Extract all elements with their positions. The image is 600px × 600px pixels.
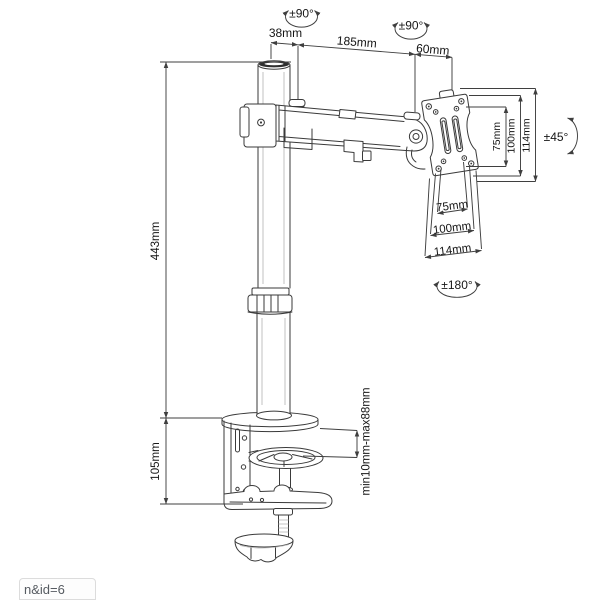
swivel-arc-icon [433,281,481,298]
arm-end-bolt [403,111,421,121]
clamp-pad [248,447,324,469]
desk-clamp [221,339,333,563]
dim-label-clamp-height: 105mm [150,442,162,480]
dim-label-vesa-v75: 75mm [491,122,503,151]
vesa-slots [439,115,464,155]
dim-label-swivel: ±180° [441,278,473,292]
dim-label-head-rotation: ±90° [399,19,424,33]
vesa-holes [425,98,475,172]
dimensions: 38mm 185mm 60mm ±90° ±90° 443mm 105mm mi… [150,7,578,505]
dim-label-arm-length: 185mm [336,33,377,50]
cable-hook [343,139,364,163]
pole [247,60,293,415]
dim-label-vesa-v114: 114mm [521,118,533,152]
vesa-plate [421,89,479,177]
dim-label-tilt: ±45° [544,130,569,144]
arm-assembly [239,99,428,170]
rotation-arc-head-icon [391,22,431,40]
pole-bracket [239,103,277,148]
bracket-top-bolt [288,99,306,107]
link-preview-text: n&id=6 [24,582,65,597]
clamp-knob [234,533,294,563]
rotation-arc-pole-icon [282,10,321,28]
tilt-arc-icon [567,117,578,155]
dim-label-pole-height: 443mm [150,222,162,260]
arm-pivot [405,129,426,170]
dim-label-vesa-h114: 114mm [433,242,472,258]
dim-label-desk-range: min10mm-max88mm [361,388,373,496]
clamp-screw [273,508,293,538]
dim-label-vesa-v100: 100mm [506,118,518,153]
dim-label-vesa-h75: 75mm [436,199,469,215]
dim-label-pole-width: 38mm [269,26,302,40]
pole-collar [247,287,293,315]
dim-label-vesa-h100: 100mm [432,220,472,237]
dim-label-pole-rotation: ±90° [289,7,314,21]
clamp-foot [223,484,333,510]
pole-base-boss [256,410,292,421]
dim-label-head-width: 60mm [416,41,450,58]
arm-top-clip [338,109,357,120]
link-preview-statusbar: n&id=6 [19,578,96,600]
